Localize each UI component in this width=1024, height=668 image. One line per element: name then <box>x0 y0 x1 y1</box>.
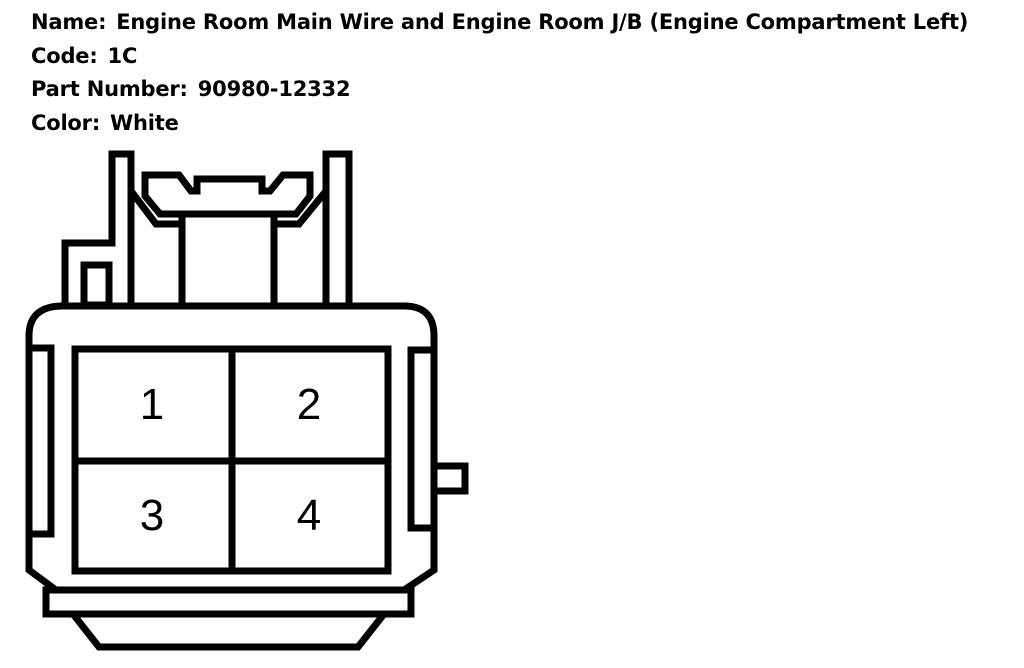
code-label: Code <box>31 44 98 68</box>
code-row: Code 1C <box>31 40 968 74</box>
locking-latch <box>141 171 314 306</box>
left-side-rail <box>29 344 55 538</box>
left-post <box>61 150 135 306</box>
pin-grid <box>71 345 392 575</box>
part-number-row: Part Number 90980-12332 <box>31 73 968 107</box>
name-row: Name Engine Room Main Wire and Engine Roo… <box>31 6 968 40</box>
color-row: Color White <box>31 107 968 141</box>
right-post <box>322 150 353 306</box>
name-value: Engine Room Main Wire and Engine Room J/… <box>116 10 969 34</box>
latch-spring-right <box>274 188 329 228</box>
connector-base <box>42 586 415 651</box>
color-value: White <box>110 110 179 135</box>
code-value: 1C <box>107 43 138 68</box>
pin-1-label: 1 <box>140 380 164 429</box>
right-side-rail <box>407 346 434 532</box>
latch-spring-left <box>128 188 182 228</box>
name-label: Name <box>31 10 106 34</box>
housing-slot <box>80 261 113 309</box>
pin-2-label: 2 <box>297 380 321 429</box>
connector-housing <box>25 302 438 594</box>
pin-3-label: 3 <box>140 491 164 540</box>
pin-4-label: 4 <box>297 491 321 540</box>
connector-info: Name Engine Room Main Wire and Engine Roo… <box>31 6 968 140</box>
part-number-value: 90980-12332 <box>197 77 351 101</box>
color-label: Color <box>31 111 100 135</box>
side-tab <box>434 462 469 495</box>
part-number-label: Part Number <box>31 77 188 101</box>
